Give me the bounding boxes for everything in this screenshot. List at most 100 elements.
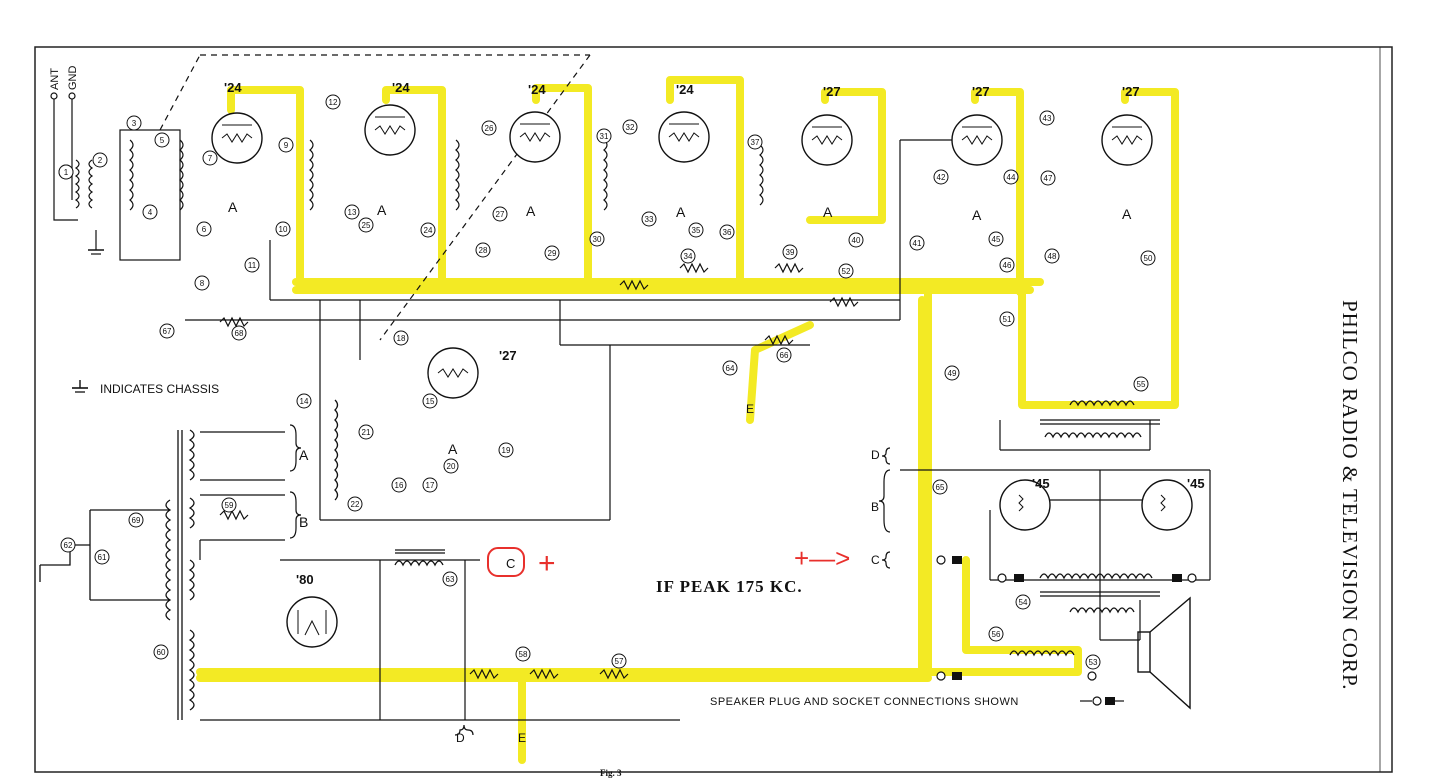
component-number-62: 62 — [60, 537, 76, 553]
component-number-58: 58 — [515, 646, 531, 662]
letter-a-osc: A — [448, 441, 458, 457]
tube-label-v6: '27 — [972, 84, 990, 99]
manufacturer-label: PHILCO RADIO & TELEVISION CORP. — [1338, 300, 1362, 691]
component-number-circle — [747, 134, 763, 150]
component-number-circle — [126, 115, 142, 131]
component-number-circle — [1015, 594, 1031, 610]
letter-a-7: A — [1122, 206, 1132, 222]
component-number-circle — [909, 235, 925, 251]
component-number-4: 4 — [142, 204, 158, 220]
component-number-circle — [848, 232, 864, 248]
component-number-text: 39 — [786, 248, 795, 257]
component-number-text: 8 — [200, 279, 205, 288]
speaker-note-symbol — [1080, 696, 1124, 706]
component-number-text: 33 — [645, 215, 654, 224]
component-number-56: 56 — [988, 626, 1004, 642]
component-number-circle — [544, 245, 560, 261]
component-number-text: 42 — [937, 173, 946, 182]
component-number-69: 69 — [128, 512, 144, 528]
component-number-text: 27 — [496, 210, 505, 219]
figure-caption: Fig. 3 — [600, 768, 622, 778]
component-number-text: 47 — [1044, 174, 1053, 183]
component-number-circle — [153, 644, 169, 660]
component-number-circle — [420, 222, 436, 238]
component-number-21: 21 — [358, 424, 374, 440]
tube-internals — [221, 116, 1166, 636]
component-number-circle — [1085, 654, 1101, 670]
component-number-1: 1 — [58, 164, 74, 180]
component-number-59: 59 — [221, 497, 237, 513]
component-number-33: 33 — [641, 211, 657, 227]
component-number-text: 55 — [1137, 380, 1146, 389]
tube-label-rect: '80 — [296, 572, 314, 587]
component-number-8: 8 — [194, 275, 210, 291]
tube-envelopes — [211, 104, 1193, 648]
component-number-text: 6 — [202, 225, 207, 234]
component-number-text: 41 — [913, 239, 922, 248]
component-number-circle — [932, 479, 948, 495]
red-circle-mark — [487, 547, 525, 577]
component-number-circle — [393, 330, 409, 346]
component-number-10: 10 — [275, 221, 291, 237]
tube-label-v7: '27 — [1122, 84, 1140, 99]
component-number-circle — [221, 497, 237, 513]
component-number-32: 32 — [622, 119, 638, 135]
component-number-67: 67 — [159, 323, 175, 339]
component-number-text: 13 — [348, 208, 357, 217]
component-number-16: 16 — [391, 477, 407, 493]
component-number-text: 37 — [751, 138, 760, 147]
red-annotations: C + +—> — [487, 543, 850, 580]
component-number-circle — [481, 120, 497, 136]
component-number-31: 31 — [596, 128, 612, 144]
letter-d-right: D — [871, 448, 880, 462]
component-number-circle — [231, 325, 247, 341]
component-number-circle — [1003, 169, 1019, 185]
component-number-text: 1 — [64, 168, 69, 177]
power-transformer — [39, 429, 285, 720]
letter-b-right: B — [871, 500, 879, 514]
component-number-text: 48 — [1048, 252, 1057, 261]
component-number-47: 47 — [1040, 170, 1056, 186]
tube-label-out2: '45 — [1187, 476, 1205, 491]
component-number-circle — [596, 128, 612, 144]
component-number-text: 32 — [626, 123, 635, 132]
component-number-text: 57 — [615, 657, 624, 666]
component-number-circle — [641, 211, 657, 227]
component-number-circle — [275, 221, 291, 237]
component-number-52: 52 — [838, 263, 854, 279]
component-number-circle — [244, 257, 260, 273]
component-number-53: 53 — [1085, 654, 1101, 670]
component-number-text: 25 — [362, 221, 371, 230]
component-number-circle — [776, 347, 792, 363]
component-number-text: 31 — [600, 132, 609, 141]
component-number-48: 48 — [1044, 248, 1060, 264]
tube-label-out1: '45 — [1032, 476, 1050, 491]
component-number-6: 6 — [196, 221, 212, 237]
component-number-circle — [933, 169, 949, 185]
component-number-25: 25 — [358, 217, 374, 233]
component-number-circle — [988, 626, 1004, 642]
component-number-text: 12 — [329, 98, 338, 107]
component-number-43: 43 — [1039, 110, 1055, 126]
component-number-22: 22 — [347, 496, 363, 512]
component-number-text: 56 — [992, 630, 1001, 639]
component-number-46: 46 — [999, 257, 1015, 273]
rf-coils — [119, 54, 764, 341]
page-border — [34, 46, 1393, 773]
component-number-circle — [60, 537, 76, 553]
component-number-text: 63 — [446, 575, 455, 584]
component-number-circle — [358, 424, 374, 440]
component-number-circle — [442, 571, 458, 587]
chassis-legend-text: INDICATES CHASSIS — [100, 382, 219, 396]
component-number-text: 17 — [426, 481, 435, 490]
component-number-65: 65 — [932, 479, 948, 495]
component-number-26: 26 — [481, 120, 497, 136]
component-number-19: 19 — [498, 442, 514, 458]
component-number-14: 14 — [296, 393, 312, 409]
component-number-text: 15 — [426, 397, 435, 406]
component-number-30: 30 — [589, 231, 605, 247]
component-number-61: 61 — [94, 549, 110, 565]
component-number-text: 51 — [1003, 315, 1012, 324]
component-number-circle — [999, 257, 1015, 273]
